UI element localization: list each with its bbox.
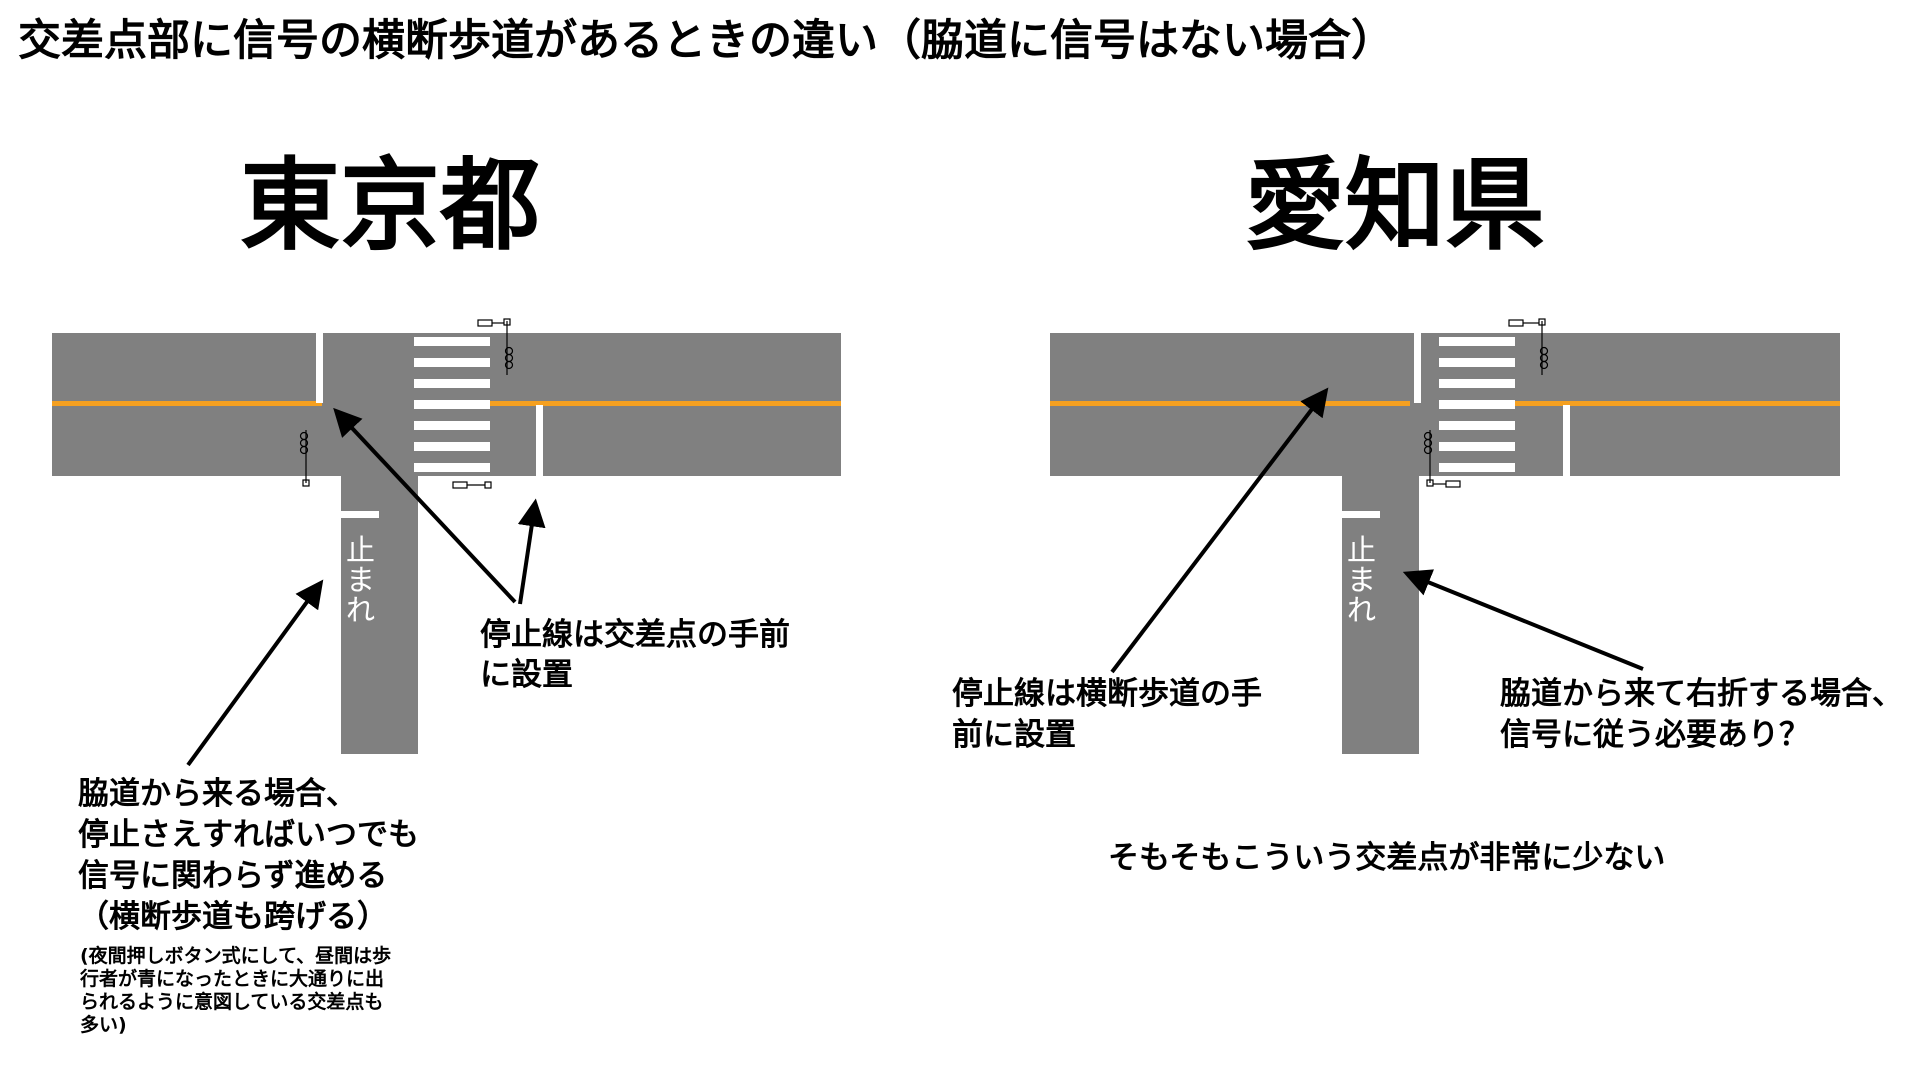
- heading-aichi: 愛知県: [1245, 147, 1545, 264]
- note-stop-line-line-1: 停止線は横断歩道の手: [952, 676, 1262, 712]
- aichi-intersection: 止 ま れ 停止線は横断歩道の手 前に設置 脇道から来て右折する場合、 信号に従…: [952, 318, 1903, 876]
- tokyo-intersection: 止 ま れ 停止線は交差点の手前 に設置: [52, 318, 841, 1036]
- note-rarity: そもそもこういう交差点が非常に少ない: [1108, 840, 1665, 876]
- center-line: [52, 401, 322, 406]
- arrow-to-crosswalk-stop-line: [1110, 387, 1329, 674]
- arrow-to-side-road: [1402, 569, 1644, 671]
- crosswalk: [1439, 337, 1515, 472]
- road-marking-tomare-2: ま: [1347, 563, 1376, 597]
- note-right-turn-line-1: 脇道から来て右折する場合、: [1500, 676, 1903, 712]
- note-side-road-line-4: （横断歩道も跨げる）: [78, 899, 388, 935]
- road-marking-tomare-1: 止: [346, 533, 375, 567]
- arrow-to-side-road: [186, 579, 324, 767]
- stop-line-side-road: [1342, 511, 1380, 518]
- traffic-signal-icon: [477, 318, 514, 375]
- road-marking-tomare-2: ま: [346, 563, 375, 597]
- side-road: [1342, 476, 1419, 754]
- footnote-line-3: られるように意図している交差点も: [80, 990, 383, 1013]
- arrow-to-stop-line-main: [333, 407, 517, 604]
- heading-tokyo: 東京都: [240, 147, 540, 264]
- footnote-line-2: 行者が青になったときに大通りに出: [79, 967, 384, 990]
- arrow-to-stop-line-right: [517, 498, 546, 605]
- road-marking-tomare-1: 止: [1347, 533, 1376, 567]
- note-side-road-line-1: 脇道から来る場合、: [78, 776, 357, 812]
- note-stop-line-line-2: 前に設置: [952, 717, 1076, 753]
- crosswalk: [414, 337, 490, 472]
- stop-line-side-road: [341, 511, 379, 518]
- stop-line-main-left: [1414, 333, 1421, 403]
- footnote-line-1: (夜間押しボタン式にして、昼間は歩: [80, 944, 391, 967]
- note-right-turn-line-2: 信号に従う必要あり？: [1500, 717, 1810, 753]
- stop-line-main-right: [1563, 405, 1570, 476]
- center-line: [490, 401, 841, 406]
- note-side-road-line-3: 信号に関わらず進める: [78, 858, 387, 894]
- side-road: [341, 476, 418, 754]
- traffic-signal-icon: [1508, 318, 1549, 375]
- road-marking-tomare-3: れ: [346, 593, 375, 627]
- note-stop-line-line-1: 停止線は交差点の手前: [480, 617, 790, 653]
- traffic-signal-icon: [299, 430, 492, 489]
- page-title: 交差点部に信号の横断歩道があるときの違い（脇道に信号はない場合）: [18, 16, 1394, 66]
- traffic-signal-icon: [1423, 430, 1461, 488]
- stop-line-main-right: [536, 405, 543, 476]
- center-line: [1050, 401, 1410, 406]
- footnote-line-4: 多い): [80, 1013, 127, 1036]
- center-line: [1515, 401, 1840, 406]
- road-marking-tomare-3: れ: [1347, 593, 1376, 627]
- note-side-road-line-2: 停止さえすればいつでも: [78, 817, 419, 853]
- note-stop-line-line-2: に設置: [480, 657, 573, 693]
- stop-line-main-left: [316, 333, 323, 403]
